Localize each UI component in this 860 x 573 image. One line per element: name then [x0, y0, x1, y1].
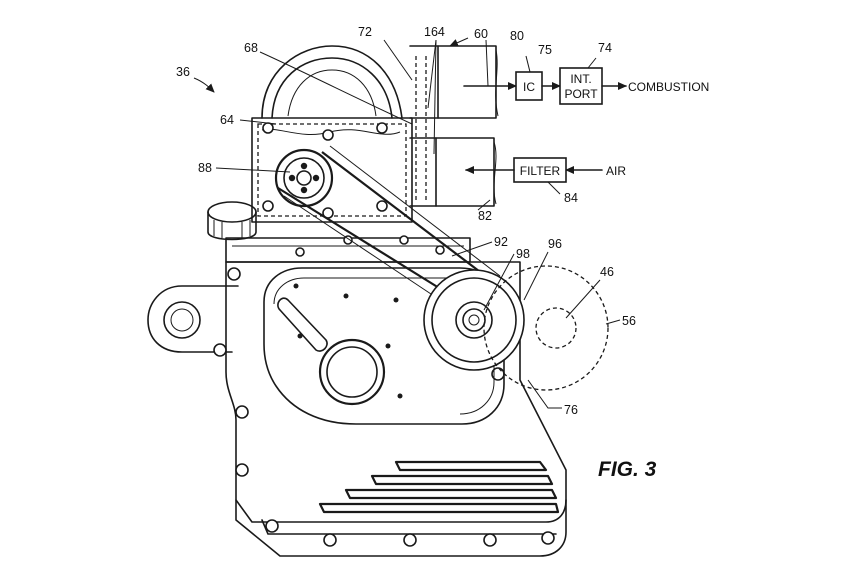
ref-98: 98: [516, 247, 530, 261]
block-ic-label: IC: [523, 80, 535, 94]
ref-82: 82: [478, 209, 492, 223]
ref-74: 74: [598, 41, 612, 55]
engine-block: [147, 235, 567, 557]
ref-88: 88: [198, 161, 212, 175]
ref-68: 68: [244, 41, 258, 55]
flow-combustion-label: COMBUSTION: [628, 80, 709, 94]
ref-80: 80: [510, 29, 524, 43]
ref-76: 76: [564, 403, 578, 417]
supercharger-housing: [251, 45, 413, 223]
ref-164: 164: [424, 25, 445, 39]
ref-84: 84: [564, 191, 578, 205]
ref-56: 56: [622, 314, 636, 328]
flow-air-label: AIR: [606, 164, 626, 178]
ref-60: 60: [474, 27, 488, 41]
ref-64: 64: [220, 113, 234, 127]
crank-pulley: [423, 269, 525, 371]
ref-75: 75: [538, 43, 552, 57]
block-int-port-line1: INT.: [570, 72, 591, 86]
dashed-wheel: [483, 265, 609, 391]
ref-96: 96: [548, 237, 562, 251]
ref-46: 46: [600, 265, 614, 279]
supercharger-pulley: [274, 148, 334, 208]
filler-cap: [207, 201, 257, 241]
block-filter-label: FILTER: [520, 164, 561, 178]
ref-36: 36: [176, 65, 190, 79]
intake-ducts: [409, 45, 499, 207]
ref-92: 92: [494, 235, 508, 249]
block-int-port-line2: PORT: [564, 87, 598, 101]
figure-caption: FIG. 3: [598, 458, 657, 481]
flow-diagram: [463, 67, 627, 183]
leader-lines: [193, 37, 621, 409]
ref-72: 72: [358, 25, 372, 39]
drive-belt: [277, 145, 501, 305]
